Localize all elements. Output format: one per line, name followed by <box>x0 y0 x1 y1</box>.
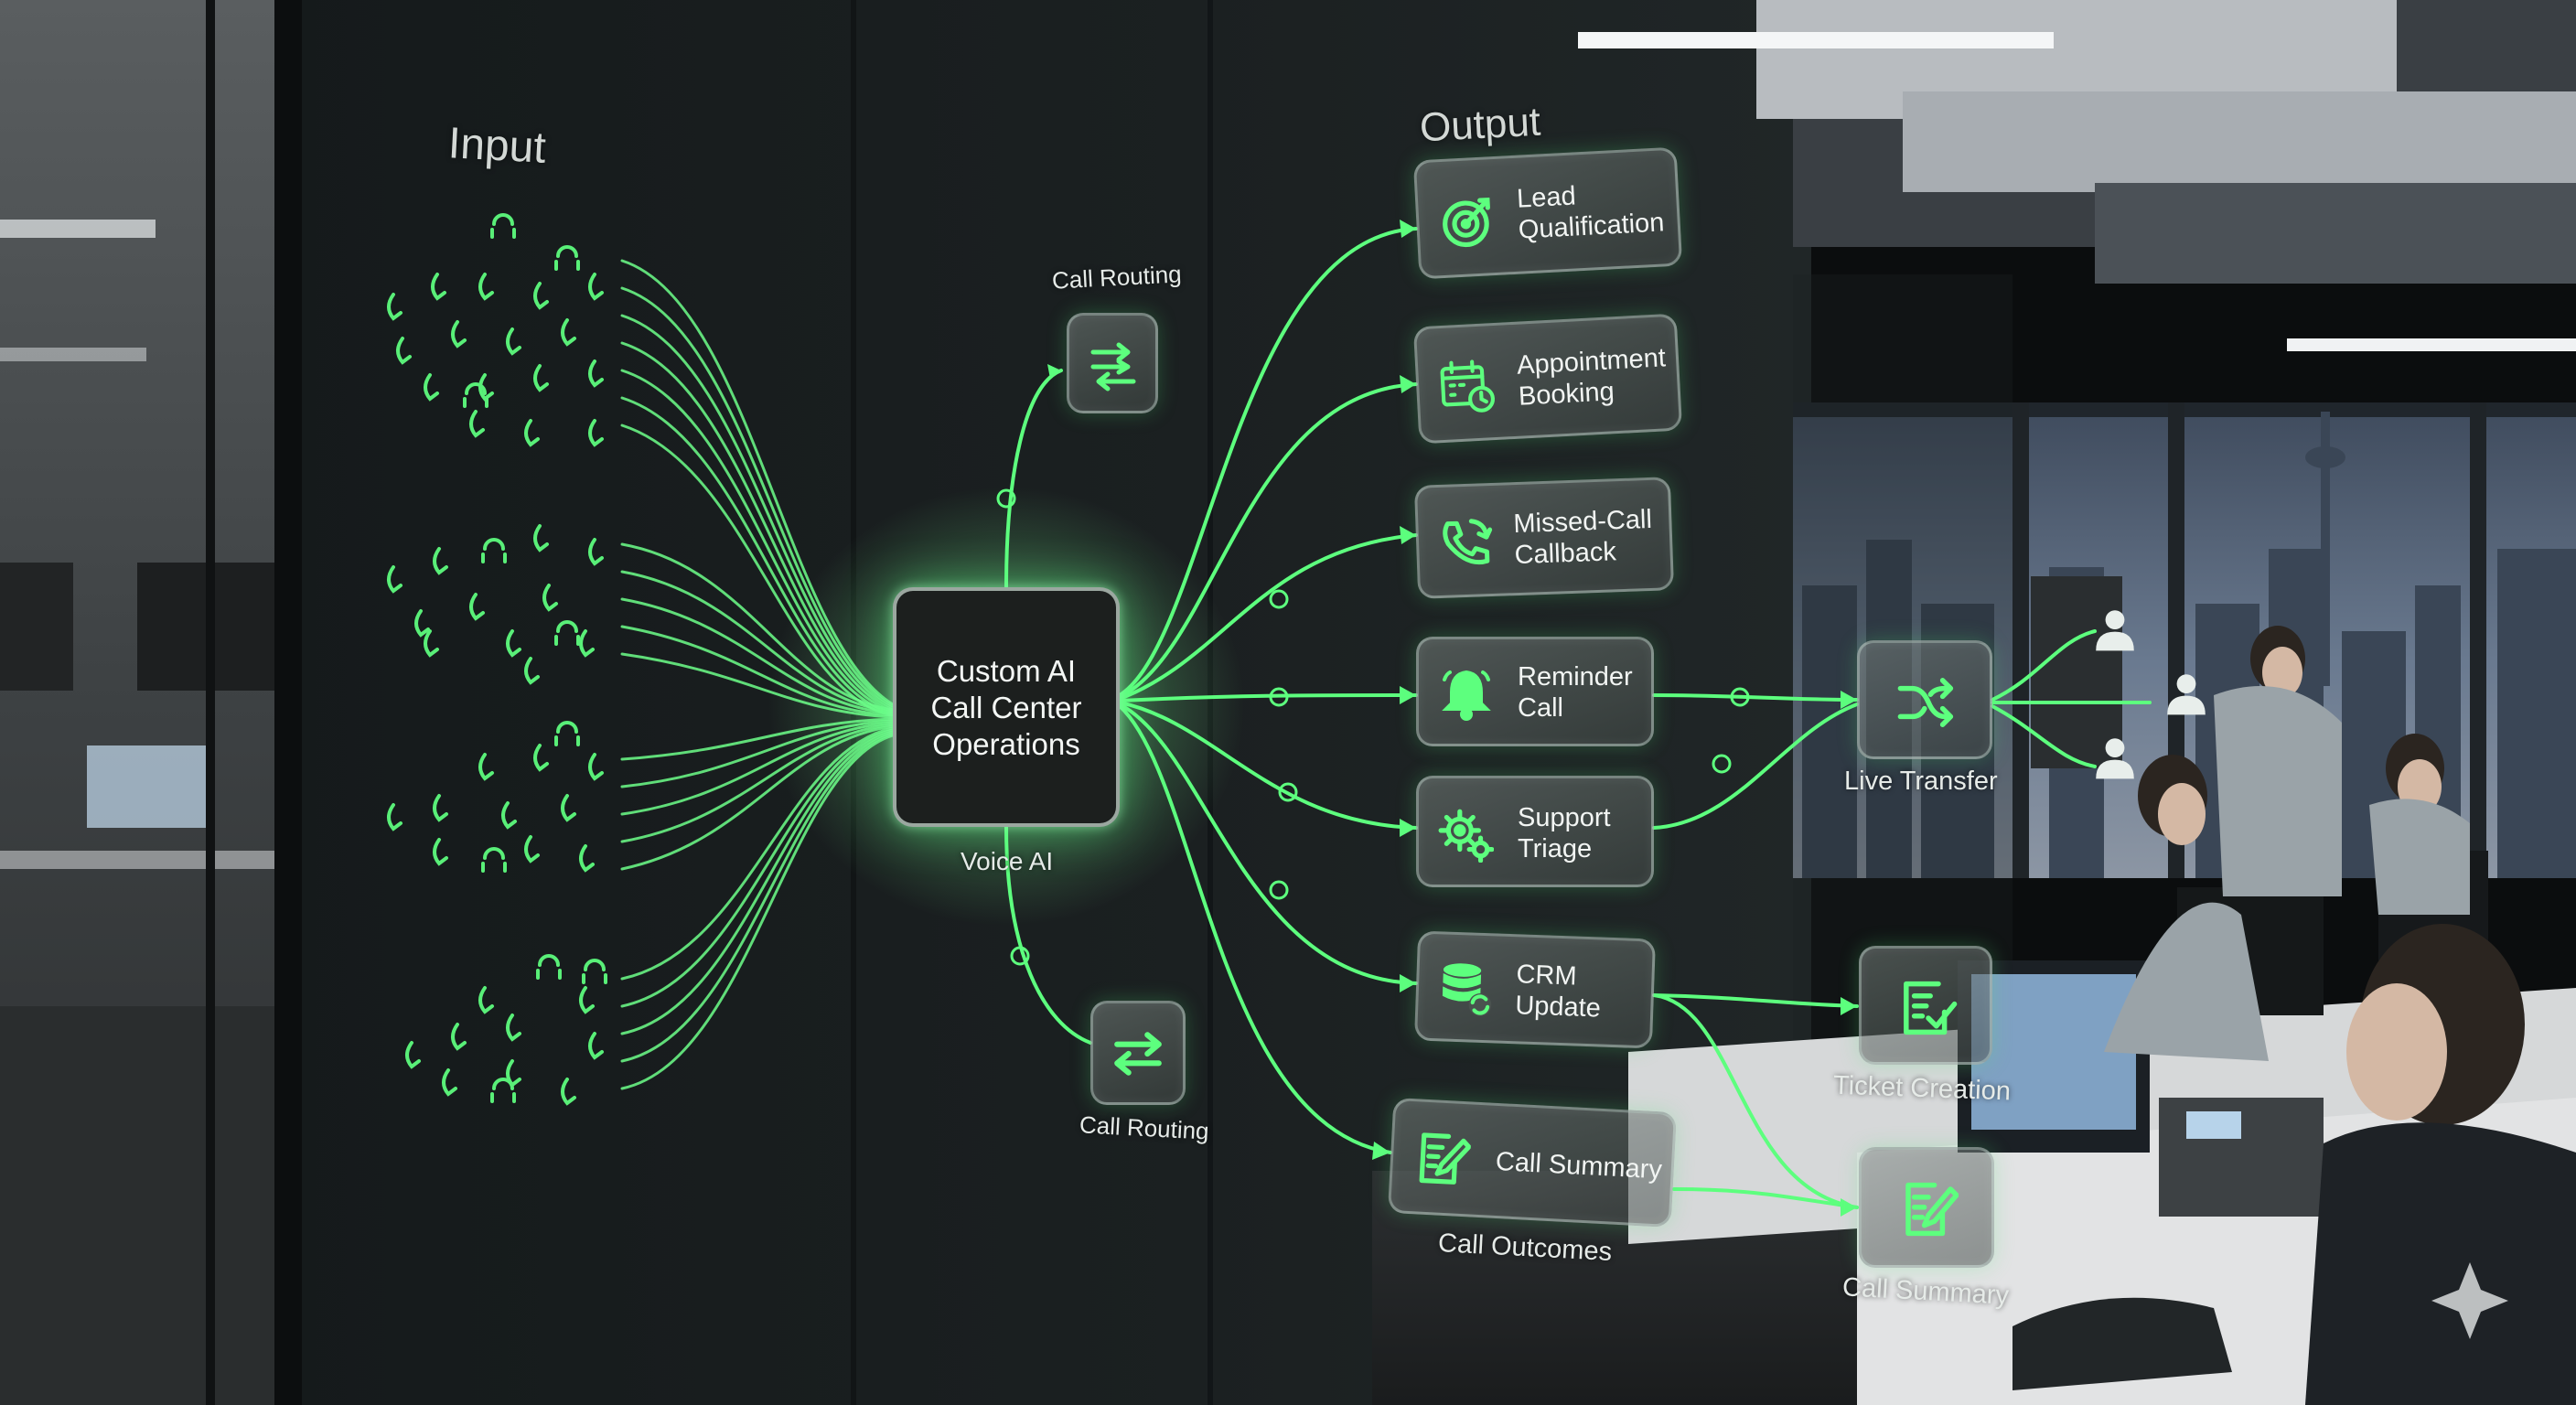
output-label-call-summary: Call Summary <box>1495 1146 1663 1185</box>
database-sync-icon <box>1436 960 1495 1018</box>
routing-arrows-icon <box>1086 338 1141 392</box>
swap-arrows-icon <box>1110 1025 1166 1082</box>
output-label-missed-call-callback: Missed-Call Callback <box>1513 504 1654 571</box>
gears-icon <box>1437 806 1494 863</box>
live-transfer-label: Live Transfer <box>1844 767 1998 797</box>
target-icon <box>1438 192 1497 252</box>
call-routing-top-node[interactable] <box>1067 313 1158 413</box>
output-call-summary[interactable]: Call Summary <box>1388 1098 1677 1228</box>
ticket-creation-label: Ticket Creation <box>1832 1071 2011 1108</box>
hub-title: Custom AI Call Center Operations <box>896 653 1116 763</box>
calendar-clock-icon <box>1438 357 1497 416</box>
call-routing-bottom-node[interactable] <box>1090 1001 1186 1105</box>
phone-callback-icon <box>1438 515 1495 572</box>
document-edit-icon <box>1412 1129 1472 1188</box>
output-label-support-triage: Support Triage <box>1518 802 1611 864</box>
voice-ai-hub[interactable]: Custom AI Call Center Operations <box>893 587 1120 827</box>
bell-icon <box>1439 667 1494 722</box>
shuffle-icon <box>1896 672 1957 733</box>
ticket-creation-node[interactable] <box>1859 946 1992 1065</box>
call-summary-final-node[interactable] <box>1859 1147 1994 1268</box>
output-label-lead-qualification: Lead Qualification <box>1516 176 1665 245</box>
document-edit-icon <box>1898 1179 1959 1239</box>
output-label-appointment-booking: Appointment Booking <box>1516 342 1668 412</box>
live-transfer-node[interactable] <box>1857 640 1992 759</box>
person-icon <box>2091 734 2139 781</box>
output-appointment-booking[interactable]: Appointment Booking <box>1413 314 1682 445</box>
output-reminder-call[interactable]: Reminder Call <box>1416 637 1654 746</box>
output-missed-call-callback[interactable]: Missed-Call Callback <box>1414 477 1674 599</box>
checklist-icon <box>1898 978 1959 1038</box>
output-label-crm-update: CRM Update <box>1515 959 1603 1024</box>
person-icon <box>2163 670 2210 717</box>
input-label: Input <box>447 118 547 174</box>
hub-caption: Voice AI <box>961 847 1053 876</box>
output-label-reminder-call: Reminder Call <box>1518 661 1633 724</box>
output-label: Output <box>1419 100 1542 152</box>
output-support-triage[interactable]: Support Triage <box>1416 776 1654 887</box>
output-crm-update[interactable]: CRM Update <box>1414 930 1656 1048</box>
person-icon <box>2091 606 2139 653</box>
output-lead-qualification[interactable]: Lead Qualification <box>1413 147 1682 280</box>
